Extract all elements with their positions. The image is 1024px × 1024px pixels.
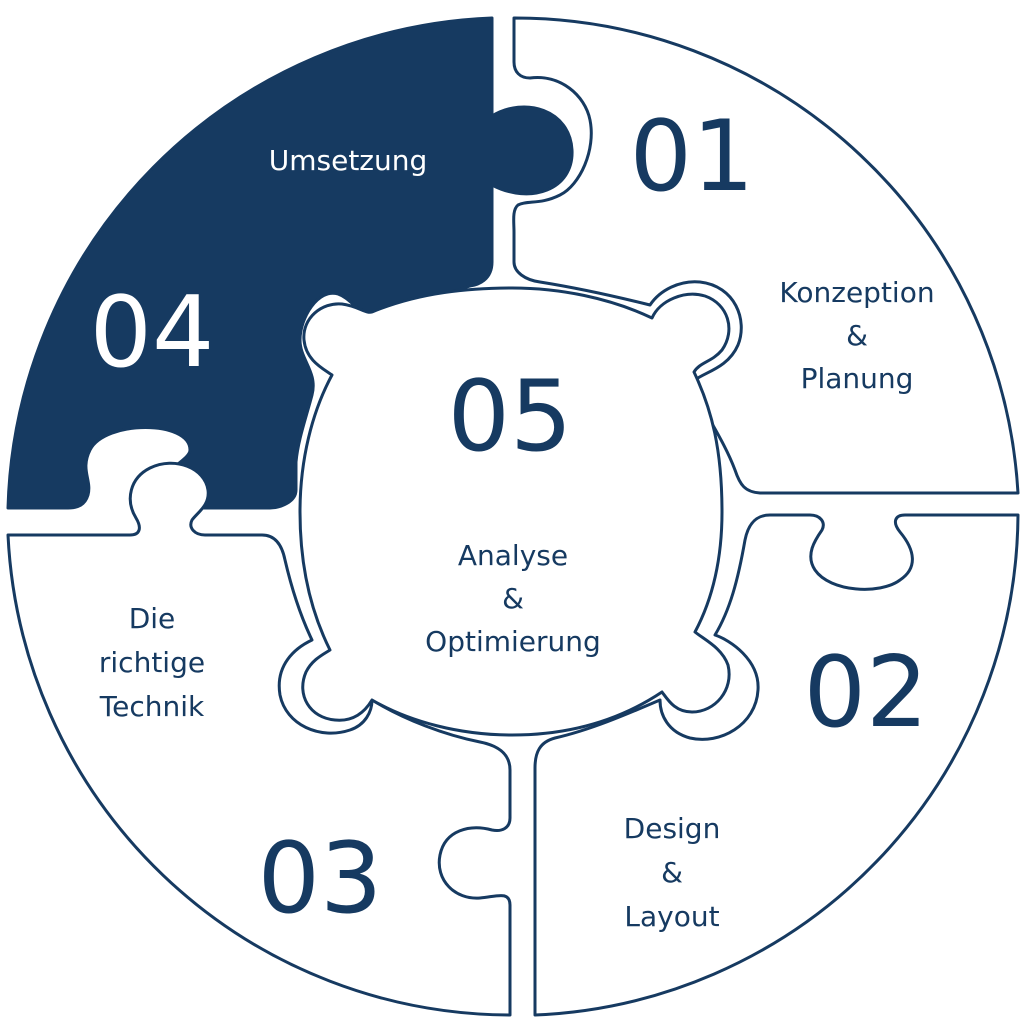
puzzle-piece-05 [298,286,731,737]
piece-01-label-line-2: & [846,319,868,352]
piece-01-number: 01 [630,100,755,214]
piece-02-label-line-3: Layout [624,900,719,933]
piece-05-label-line-3: Optimierung [425,625,601,658]
piece-01-label-line-1: Konzeption [779,276,934,309]
puzzle-piece-01 [512,16,1020,495]
piece-02-label-line-1: Design [624,812,721,845]
piece-05-number: 05 [448,360,573,474]
puzzle-piece-02 [533,513,1020,1017]
piece-05-label-line-2: & [502,582,524,615]
piece-03-label-line-3: Technik [99,690,205,723]
piece-05-label-line-1: Analyse [458,539,568,572]
piece-02-number: 02 [804,636,929,750]
piece-03-label-line-2: richtige [99,646,205,679]
piece-02-label-line-2: & [661,856,683,889]
piece-03-label-line-1: Die [129,602,176,635]
piece-04-label: Umsetzung [269,144,428,177]
piece-01-label-line-3: Planung [801,362,914,395]
piece-04-number: 04 [90,276,215,390]
piece-03-number: 03 [258,822,383,936]
